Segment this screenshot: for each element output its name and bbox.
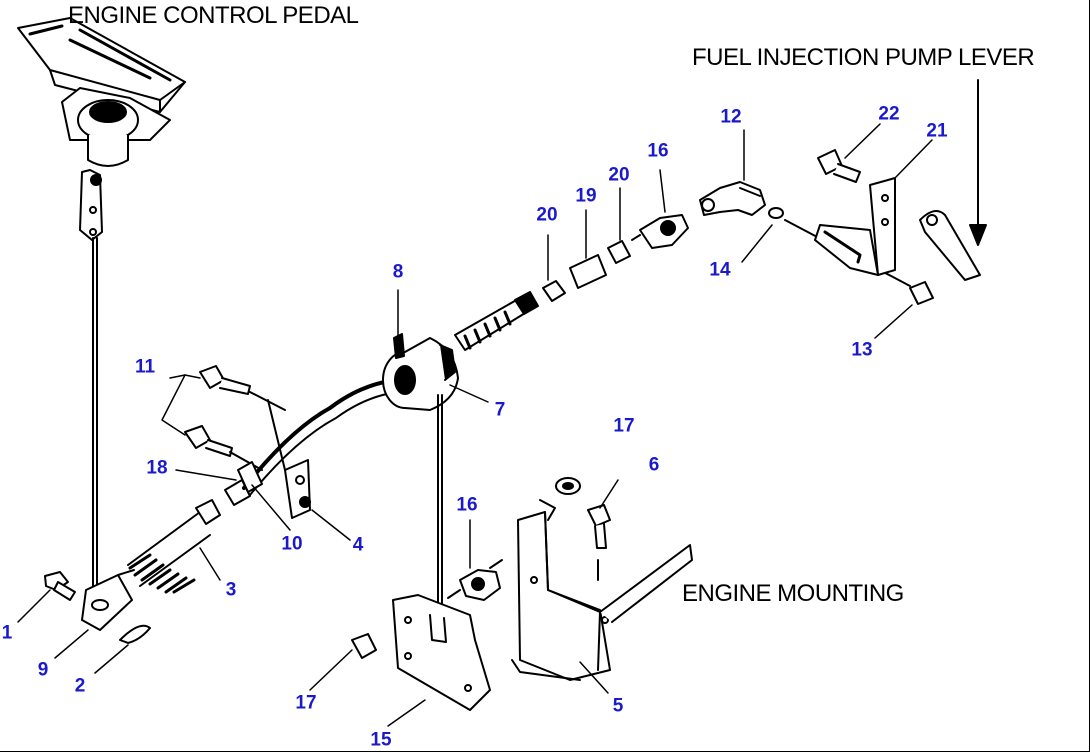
callout-6: 6 xyxy=(648,454,660,476)
sleeve-19 xyxy=(569,254,607,289)
nut-17-lower xyxy=(351,633,377,659)
cable-assembly xyxy=(127,378,399,594)
clevis-pin xyxy=(44,571,76,601)
lever-21 xyxy=(814,177,896,276)
nut-20-left xyxy=(542,280,566,302)
callout-15: 15 xyxy=(370,729,392,751)
heading-engine-control-pedal: ENGINE CONTROL PEDAL xyxy=(68,2,359,29)
fitting-16-upper xyxy=(631,214,689,249)
callout-11: 11 xyxy=(134,356,156,378)
bolts-11 xyxy=(184,365,286,471)
cable-tab xyxy=(393,333,405,359)
clamp-bracket xyxy=(267,399,311,519)
callout-16-upper: 16 xyxy=(647,140,669,162)
callout-3: 3 xyxy=(225,579,237,601)
nut-20-right xyxy=(607,240,631,264)
nut-13 xyxy=(909,281,934,305)
callout-4: 4 xyxy=(352,534,364,556)
bolt-6 xyxy=(587,504,611,581)
engine-control-pedal xyxy=(17,17,186,241)
cable-grommet xyxy=(382,337,459,411)
callout-20-right: 20 xyxy=(608,164,630,186)
callout-1: 1 xyxy=(1,622,13,644)
heading-engine-mounting: ENGINE MOUNTING xyxy=(682,580,904,607)
mounting-plate-15 xyxy=(392,594,491,711)
callout-2: 2 xyxy=(74,675,86,697)
leader-lines xyxy=(17,123,933,727)
callout-21: 21 xyxy=(926,120,948,142)
callout-5: 5 xyxy=(612,695,624,717)
engine-mount-bracket-5 xyxy=(511,511,693,681)
callout-14: 14 xyxy=(709,259,731,281)
heading-fuel-injection-pump-lever: FUEL INJECTION PUMP LEVER xyxy=(692,44,1035,71)
callout-10: 10 xyxy=(281,533,303,555)
pump-lever-arm xyxy=(919,79,987,281)
callout-7: 7 xyxy=(494,399,506,421)
callout-17-upper: 17 xyxy=(613,415,635,437)
callout-9: 9 xyxy=(37,659,49,681)
fitting-16-lower xyxy=(447,559,503,601)
cotter-pin xyxy=(119,624,151,644)
washer-leader xyxy=(539,499,556,521)
ball-joint-elbow xyxy=(699,181,766,216)
callout-17-lower: 17 xyxy=(295,692,317,714)
bolt-22 xyxy=(817,149,861,183)
callout-13: 13 xyxy=(851,339,873,361)
callout-16-lower: 16 xyxy=(456,494,478,516)
threaded-rod xyxy=(454,291,539,351)
callout-12: 12 xyxy=(720,106,742,128)
washer-14 xyxy=(768,207,784,219)
callout-8: 8 xyxy=(392,261,404,283)
callout-20-left: 20 xyxy=(536,204,558,226)
callout-22: 22 xyxy=(878,103,900,125)
clevis xyxy=(81,569,135,631)
cable-clamp xyxy=(237,461,263,493)
callout-18: 18 xyxy=(146,457,168,479)
callout-19: 19 xyxy=(575,185,597,207)
